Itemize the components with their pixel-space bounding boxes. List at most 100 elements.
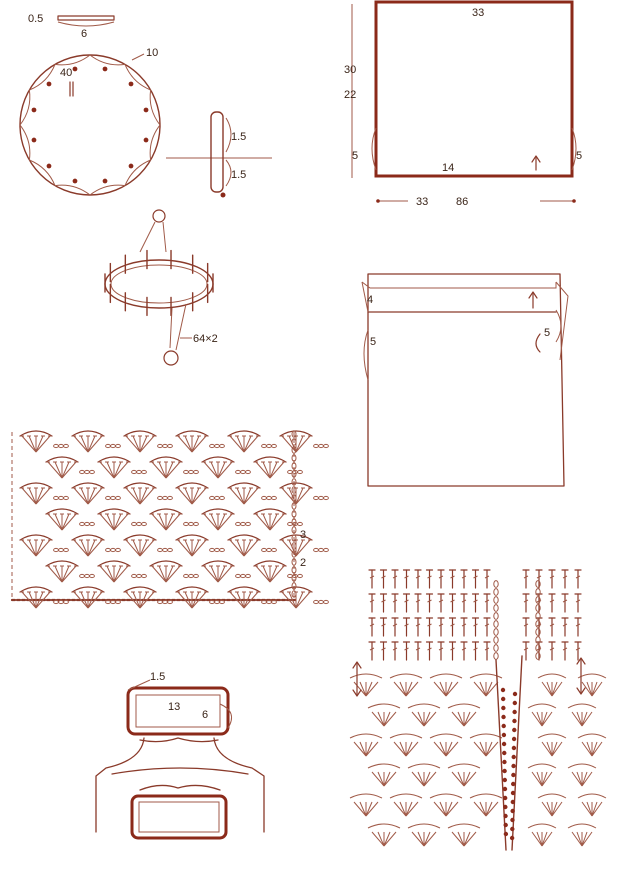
shell-arc — [469, 733, 503, 739]
fan-post — [210, 513, 219, 531]
fan-post — [243, 435, 259, 453]
fan-post — [28, 539, 37, 557]
fan-post — [139, 435, 148, 453]
chain-loop — [219, 547, 225, 553]
fan-post — [80, 435, 89, 453]
construct-post-bar — [438, 647, 444, 651]
ring-stitch-dot — [102, 178, 108, 184]
shell-post — [365, 801, 373, 817]
shell-post — [485, 801, 499, 817]
frame-height-label: 6 — [202, 709, 208, 721]
construct-post-bar — [450, 623, 455, 627]
shell-post — [399, 681, 407, 697]
shell-post — [417, 771, 425, 787]
shell-post — [541, 771, 548, 787]
construct-post-bar — [575, 647, 581, 651]
shell-post — [451, 771, 465, 787]
side-chain-link — [291, 542, 297, 550]
seam-dot — [502, 750, 507, 756]
fan-post — [203, 461, 219, 479]
shell-post — [463, 711, 477, 727]
seam-chain-link — [535, 612, 541, 620]
chain-loop — [261, 495, 267, 501]
shell-post — [531, 711, 543, 727]
side-chain-link — [291, 502, 297, 510]
chain-loop — [157, 547, 163, 553]
seam-dot — [511, 763, 516, 769]
seam-dot — [502, 759, 507, 765]
chain-loop — [89, 469, 95, 475]
shell-post — [463, 771, 471, 787]
seam-dot — [502, 768, 507, 774]
shell-post — [405, 741, 419, 757]
chain-arc — [175, 482, 209, 489]
ring-cover-diagram: 64×2 — [104, 209, 218, 366]
fan-post — [165, 565, 174, 583]
seam-chain-link — [493, 620, 499, 628]
fan-post — [73, 539, 89, 557]
fan-post — [255, 513, 271, 531]
fan-post — [21, 487, 37, 505]
fan-post — [139, 539, 155, 557]
construct-post-bar — [575, 623, 581, 627]
chain-loop — [313, 599, 319, 605]
chain-arc — [97, 456, 131, 463]
construct-post-bar — [549, 647, 555, 651]
side-chain-link — [291, 582, 297, 590]
fan-post — [99, 461, 115, 479]
construct-post-bar — [562, 575, 568, 579]
shell-arc — [429, 733, 463, 739]
chain-arc — [45, 508, 79, 515]
fan-post — [113, 565, 122, 583]
chain-arc — [123, 534, 157, 541]
construct-post-bar — [369, 599, 375, 603]
fan-post — [80, 539, 89, 557]
side-chain-link — [291, 438, 297, 446]
chain-loop — [313, 495, 319, 501]
fan-post — [165, 513, 181, 531]
seam-dot — [501, 741, 507, 747]
construct-shells — [349, 673, 607, 847]
fan-post — [262, 461, 271, 479]
chart-rows — [19, 430, 329, 609]
fan-post — [158, 565, 167, 583]
construct-post-bar — [369, 647, 375, 651]
chain-loop — [131, 521, 137, 527]
shell-post — [541, 801, 553, 817]
fan-post — [54, 461, 63, 479]
seam-chain-link — [493, 636, 499, 644]
shell-arc — [349, 673, 383, 679]
fan-post — [113, 461, 129, 479]
chain-arc — [201, 508, 235, 515]
chart-row-mark-upper: 3 — [300, 529, 306, 541]
fan-post — [191, 539, 200, 557]
construct-post-bar — [549, 623, 555, 627]
frame-width-label: 13 — [168, 701, 180, 713]
shell-post — [485, 801, 493, 817]
chain-loop — [219, 599, 225, 605]
cover-top-leaders — [139, 221, 167, 253]
panel-height-total-label: 30 — [344, 64, 356, 76]
fan-post — [99, 513, 115, 531]
shell-post — [399, 741, 407, 757]
shell-post — [531, 771, 543, 787]
shell-post — [479, 681, 487, 697]
seam-dot — [511, 745, 517, 751]
fan-post — [295, 591, 304, 609]
shell-post — [399, 801, 407, 817]
shell-post — [383, 711, 397, 727]
seam-dot — [511, 736, 517, 742]
seam-chain-link — [535, 580, 541, 588]
fan-post — [243, 435, 252, 453]
fan-post — [281, 591, 297, 609]
shell-post — [393, 741, 407, 757]
fan-post — [229, 539, 245, 557]
shell-post — [383, 831, 391, 847]
shell-arc — [469, 793, 503, 799]
chain-loop — [167, 547, 173, 553]
chain-loop — [157, 599, 163, 605]
fan-post — [184, 591, 193, 609]
construct-post-bar — [461, 647, 467, 651]
fan-post — [295, 487, 304, 505]
chain-loop — [89, 521, 95, 527]
